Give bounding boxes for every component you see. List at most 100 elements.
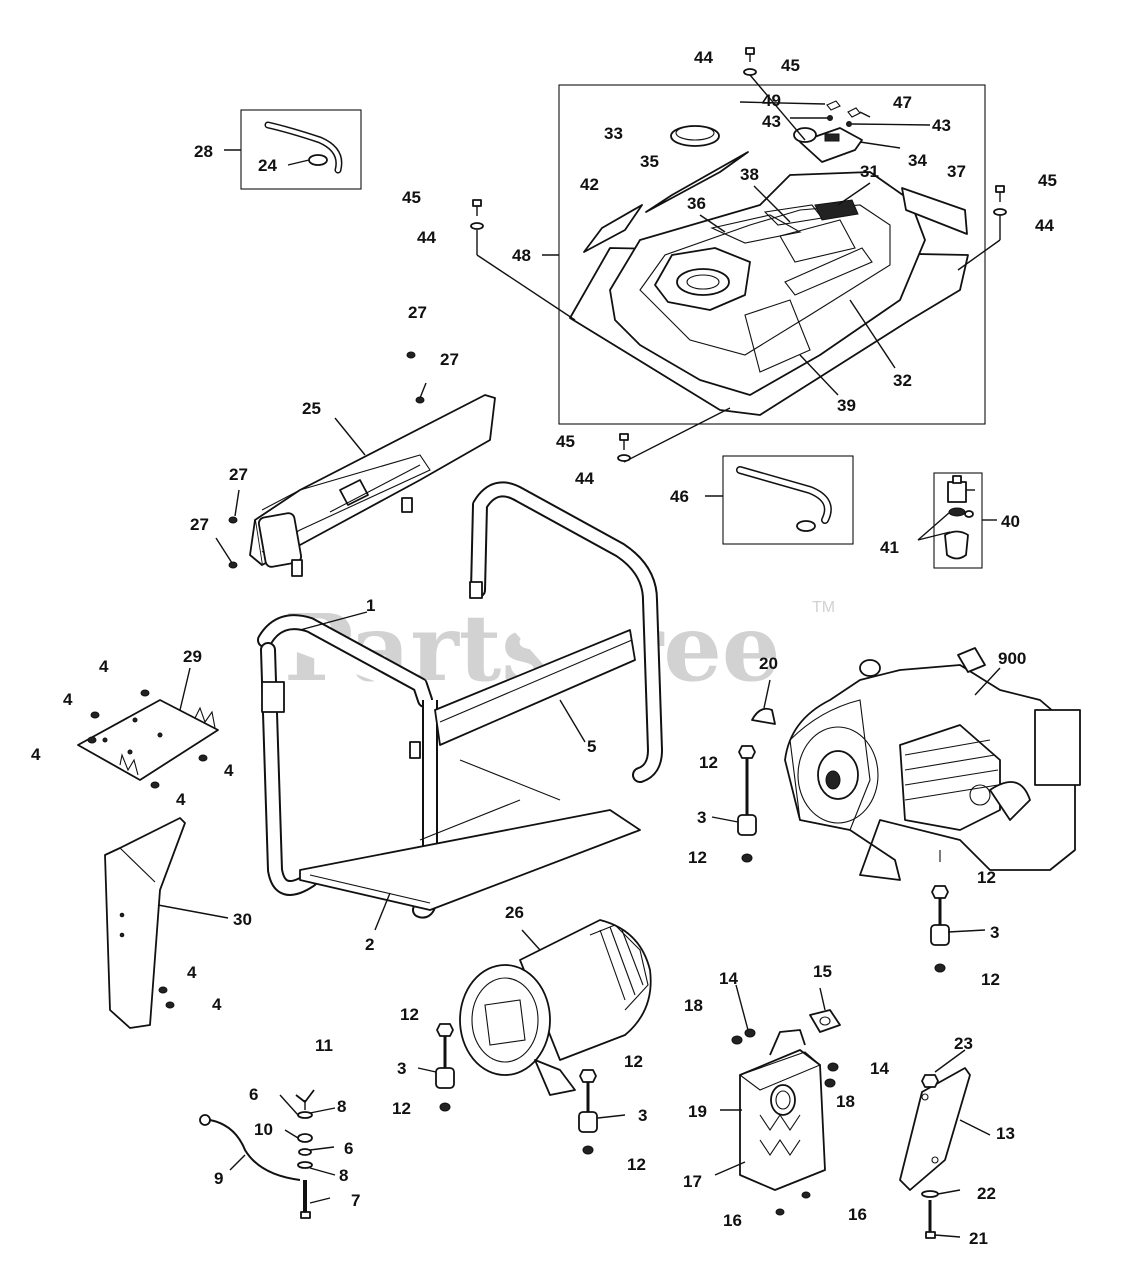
bracket-30 <box>104 817 229 1029</box>
fuel-valve-40 <box>917 472 997 569</box>
callout-35: 35 <box>640 152 659 171</box>
bolt-45-bottom <box>617 433 631 462</box>
callout-48: 48 <box>512 246 531 265</box>
callout-31: 31 <box>860 162 879 181</box>
callout-33: 33 <box>604 124 623 143</box>
callout-43: 43 <box>932 116 951 135</box>
hose-kit-46 <box>705 455 854 545</box>
callout-34: 34 <box>908 151 927 170</box>
callout-42: 42 <box>580 175 599 194</box>
callout-18: 18 <box>836 1092 855 1111</box>
callout-16: 16 <box>848 1205 867 1224</box>
alternator-26 <box>459 919 652 1096</box>
hose-kit-28 <box>224 109 362 190</box>
callout-25: 25 <box>302 399 321 418</box>
callout-32: 32 <box>893 371 912 390</box>
callout-8: 8 <box>339 1166 348 1185</box>
callout-24: 24 <box>258 156 277 175</box>
callout-30: 30 <box>233 910 252 929</box>
callout-44: 44 <box>1035 216 1054 235</box>
callout-4: 4 <box>212 995 222 1014</box>
callout-3: 3 <box>638 1106 647 1125</box>
callout-38: 38 <box>740 165 759 184</box>
decal-35 <box>645 151 749 213</box>
callout-6: 6 <box>344 1139 353 1158</box>
callout-5: 5 <box>587 737 596 756</box>
bolt-45-top <box>743 47 757 76</box>
callout-12: 12 <box>688 848 707 867</box>
decal-42 <box>583 204 643 253</box>
callout-44: 44 <box>417 228 436 247</box>
callout-12: 12 <box>392 1099 411 1118</box>
callout-46: 46 <box>670 487 689 506</box>
muffler-17 <box>731 1009 841 1216</box>
gasket-15 <box>809 1009 841 1033</box>
leader-lines <box>229 101 1001 1238</box>
callout-20: 20 <box>759 654 778 673</box>
callout-37: 37 <box>947 162 966 181</box>
callout-4: 4 <box>63 690 73 709</box>
callout-14: 14 <box>719 969 738 988</box>
callout-13: 13 <box>996 1124 1015 1143</box>
callout-3: 3 <box>697 808 706 827</box>
callout-4: 4 <box>31 745 41 764</box>
callout-3: 3 <box>990 923 999 942</box>
callout-27: 27 <box>408 303 427 322</box>
callout-29: 29 <box>183 647 202 666</box>
decal-37 <box>901 187 968 235</box>
callout-45: 45 <box>1038 171 1057 190</box>
callout-16: 16 <box>723 1211 742 1230</box>
callout-4: 4 <box>187 963 197 982</box>
callout-45: 45 <box>402 188 421 207</box>
bracket-13 <box>899 1067 971 1239</box>
fuel-gauge-34 <box>799 127 863 163</box>
bolt-45-left <box>470 199 484 230</box>
bolt-45-right <box>993 185 1007 216</box>
muffler-shield-25 <box>249 394 496 577</box>
callout-14: 14 <box>870 1059 889 1078</box>
isolators-3 <box>435 745 950 1155</box>
callout-12: 12 <box>624 1052 643 1071</box>
callout-28: 28 <box>194 142 213 161</box>
engine-900 <box>784 647 1081 881</box>
ground-wire-9 <box>199 1089 315 1219</box>
frame-1 <box>257 481 663 919</box>
callout-4: 4 <box>176 790 186 809</box>
callout-19: 19 <box>688 1102 707 1121</box>
callout-40: 40 <box>1001 512 1020 531</box>
watermark-trademark: TM <box>812 599 835 616</box>
fuel-tank-group <box>470 47 1007 463</box>
callout-12: 12 <box>627 1155 646 1174</box>
callout-22: 22 <box>977 1184 996 1203</box>
callout-23: 23 <box>954 1034 973 1053</box>
callout-2: 2 <box>365 935 374 954</box>
callout-900: 900 <box>998 649 1026 668</box>
callout-4: 4 <box>224 761 234 780</box>
callout-7: 7 <box>351 1191 360 1210</box>
callout-6: 6 <box>249 1085 258 1104</box>
callout-39: 39 <box>837 396 856 415</box>
callout-44: 44 <box>575 469 594 488</box>
callout-27: 27 <box>190 515 209 534</box>
callout-12: 12 <box>699 753 718 772</box>
callout-11: 11 <box>315 1036 333 1055</box>
callout-12: 12 <box>981 970 1000 989</box>
callout-27: 27 <box>440 350 459 369</box>
callout-45: 45 <box>781 56 800 75</box>
screws-27 <box>215 351 427 569</box>
callout-41: 41 <box>880 538 899 557</box>
callout-9: 9 <box>214 1169 223 1188</box>
crossbar-5 <box>434 629 636 746</box>
callout-15: 15 <box>813 962 832 981</box>
callout-12: 12 <box>977 868 996 887</box>
callout-3: 3 <box>397 1059 406 1078</box>
callout-18: 18 <box>684 996 703 1015</box>
callout-labels: 1 2 3 3 3 3 4 4 4 4 4 4 4 5 6 6 7 8 8 9 … <box>31 48 1057 1248</box>
callout-36: 36 <box>687 194 706 213</box>
callout-45: 45 <box>556 432 575 451</box>
plate-29 <box>77 667 219 781</box>
callout-10: 10 <box>254 1120 273 1139</box>
callout-26: 26 <box>505 903 524 922</box>
part-20 <box>751 707 776 725</box>
